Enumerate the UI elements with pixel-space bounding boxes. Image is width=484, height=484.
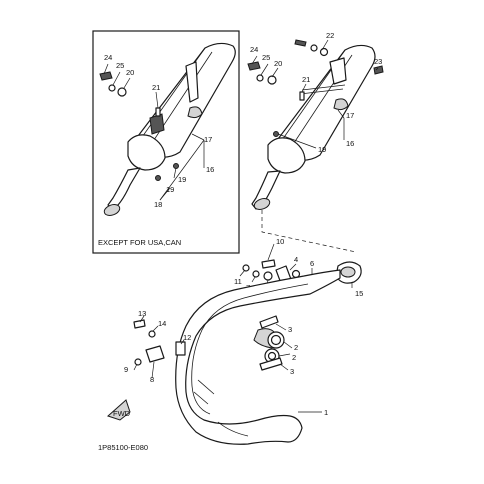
svg-text:22: 22	[326, 31, 334, 40]
svg-text:20: 20	[126, 68, 134, 77]
inset-silencer	[103, 42, 236, 216]
svg-text:16: 16	[346, 139, 354, 148]
svg-text:3: 3	[290, 367, 294, 376]
inset-callouts: 24 25 20 21 17 16 19 19 18	[104, 53, 214, 209]
upper-callouts: 24 25 20 22 23 21 17 16 19	[250, 31, 382, 154]
lower-callouts: 13 14 12 9 8 3 2 2 3 1	[124, 309, 328, 417]
svg-text:19: 19	[318, 145, 326, 154]
svg-text:14: 14	[158, 319, 166, 328]
inset-hardware	[99, 71, 179, 181]
svg-text:21: 21	[302, 75, 310, 84]
svg-text:4: 4	[294, 255, 298, 264]
svg-text:13: 13	[138, 309, 146, 318]
inset-caption: EXCEPT FOR USA,CAN	[98, 238, 181, 247]
svg-text:25: 25	[116, 61, 124, 70]
lower-leaders	[133, 315, 322, 413]
svg-text:21: 21	[152, 83, 160, 92]
front-direction-icon: FWD	[107, 399, 131, 421]
svg-text:17: 17	[346, 111, 354, 120]
svg-text:9: 9	[124, 365, 128, 374]
svg-text:24: 24	[250, 45, 258, 54]
svg-text:16: 16	[206, 165, 214, 174]
svg-text:10: 10	[276, 237, 284, 246]
svg-text:2: 2	[294, 343, 298, 352]
upper-silencer	[251, 44, 376, 210]
lower-hardware	[133, 315, 285, 371]
svg-text:19: 19	[178, 175, 186, 184]
upper-hardware	[247, 39, 384, 137]
svg-text:23: 23	[374, 57, 382, 66]
inset-frame	[92, 30, 240, 254]
upper-leaders	[251, 39, 379, 149]
svg-text:19: 19	[166, 185, 174, 194]
svg-text:6: 6	[310, 259, 314, 268]
svg-text:20: 20	[274, 59, 282, 68]
svg-text:3: 3	[288, 325, 292, 334]
svg-text:25: 25	[262, 53, 270, 62]
inset-leaders	[103, 63, 205, 201]
exhaust-pipe	[175, 269, 341, 445]
svg-text:1: 1	[324, 408, 328, 417]
svg-text:17: 17	[204, 135, 212, 144]
assembly-link-line	[261, 210, 357, 253]
drawing-code: 1P85100-E080	[98, 443, 148, 452]
svg-text:2: 2	[292, 353, 296, 362]
svg-text:15: 15	[355, 289, 363, 298]
svg-text:12: 12	[183, 333, 191, 342]
svg-text:FWD: FWD	[113, 409, 131, 418]
svg-text:8: 8	[150, 375, 154, 384]
svg-text:24: 24	[104, 53, 112, 62]
svg-text:18: 18	[154, 200, 162, 209]
svg-text:11: 11	[234, 277, 242, 286]
